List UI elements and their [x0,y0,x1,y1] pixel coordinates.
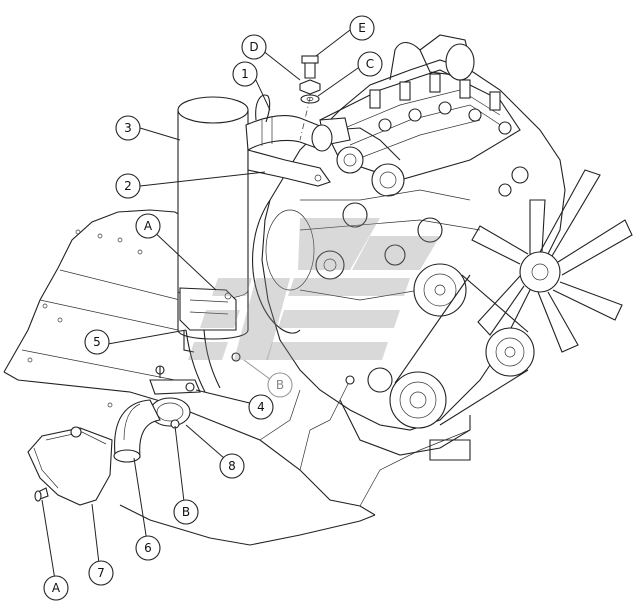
callout-B-mid: B [267,372,293,398]
svg-text:2: 2 [124,179,132,193]
svg-text:E: E [358,21,366,35]
callout-D: D [241,34,267,60]
callout-8: 8 [219,453,245,479]
crank-pulleys [367,274,535,429]
svg-text:B: B [182,505,190,519]
muffler [177,94,333,393]
svg-text:A: A [144,219,153,233]
hardware-top [231,55,355,385]
exhaust-elbow [113,365,201,463]
turbocharger [319,117,405,197]
brand-watermark-icon [188,218,440,360]
callout-B-low: B [173,499,199,525]
engine-block [252,34,566,461]
svg-text:4: 4 [257,400,265,414]
callout-6: 6 [135,535,161,561]
callout-5: 5 [84,329,110,355]
injector-row [369,73,529,197]
callout-A-top: A [135,213,161,239]
svg-text:A: A [52,581,61,595]
svg-text:D: D [249,40,258,54]
cooling-fan [471,169,633,353]
svg-text:3: 3 [124,121,132,135]
svg-text:8: 8 [228,459,236,473]
svg-text:7: 7 [97,566,105,580]
callout-A-low: A [43,575,69,601]
callout-1: 1 [232,61,258,87]
svg-text:1: 1 [241,67,249,81]
callout-C: C [357,51,383,77]
heat-shield [27,426,113,506]
callout-4: 4 [248,394,274,420]
callout-E: E [349,15,375,41]
svg-text:C: C [366,57,374,71]
svg-text:6: 6 [144,541,152,555]
callout-2: 2 [115,173,141,199]
callout-7: 7 [88,560,114,586]
svg-text:B: B [276,378,284,392]
callout-3: 3 [115,115,141,141]
svg-text:5: 5 [93,335,101,349]
alternator [413,263,467,317]
